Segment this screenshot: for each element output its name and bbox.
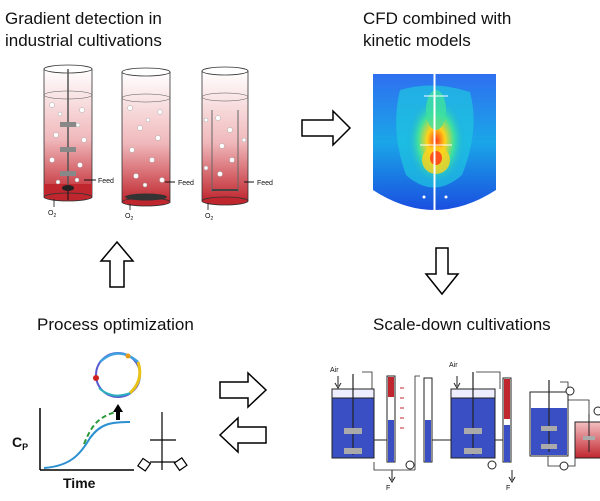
label-o2-2: O2: [125, 213, 133, 222]
heading-gradient-line1: Gradient detection in: [5, 9, 162, 28]
label-f-1: F: [386, 485, 390, 492]
label-time: Time: [63, 475, 96, 491]
arrow-right-process-to-scaledown: [219, 371, 268, 409]
label-f-2: F: [506, 485, 510, 492]
cp-time-chart: [39, 404, 134, 471]
cfd-simulation-image: [373, 74, 496, 210]
metabolic-cycle-icon: [93, 352, 142, 398]
heading-cfd-line2: kinetic models: [363, 31, 471, 50]
label-air-2: Air: [449, 362, 458, 369]
heading-gradient-line2: industrial cultivations: [5, 31, 162, 50]
label-feed-3: Feed: [257, 180, 273, 187]
reactor-stirred: [43, 64, 96, 207]
label-o2-2-main: O: [125, 213, 131, 220]
label-o2-3: O2: [205, 213, 213, 222]
label-o2-3-sub: 2: [210, 216, 213, 222]
arrow-up-process-to-gradient: [99, 240, 135, 288]
heading-gradient-detection: Gradient detection in industrial cultiva…: [5, 8, 162, 52]
label-o2-2-sub: 2: [130, 216, 133, 222]
label-cp-main: C: [12, 434, 22, 450]
heading-process-optimization: Process optimization: [37, 315, 194, 334]
arrow-down-cfd-to-scaledown: [424, 247, 460, 296]
label-cp-sub: P: [22, 442, 28, 452]
label-o2-1: O2: [48, 210, 56, 219]
scaledown-setup-1: [331, 371, 415, 483]
label-air-1: Air: [330, 367, 339, 374]
heading-cfd: CFD combined with kinetic models: [363, 8, 511, 52]
heading-cfd-line1: CFD combined with: [363, 9, 512, 28]
impeller-symbol: [137, 412, 188, 472]
scaledown-setup-2: [414, 371, 516, 483]
arrow-right-gradient-to-cfd: [301, 109, 352, 147]
heading-scale-down: Scale-down cultivations: [373, 315, 551, 334]
label-o2-3-main: O: [205, 213, 211, 220]
reactor-bubble-column: [121, 67, 175, 210]
label-o2-1-sub: 2: [53, 213, 56, 219]
label-cp: CP: [12, 434, 28, 452]
reactor-airlift: [201, 66, 254, 210]
label-feed-1: Feed: [98, 178, 114, 185]
arrow-left-scaledown-to-process: [218, 416, 267, 454]
label-o2-1-main: O: [48, 210, 54, 217]
scaledown-setup-3: [529, 380, 600, 471]
label-feed-2: Feed: [178, 180, 194, 187]
